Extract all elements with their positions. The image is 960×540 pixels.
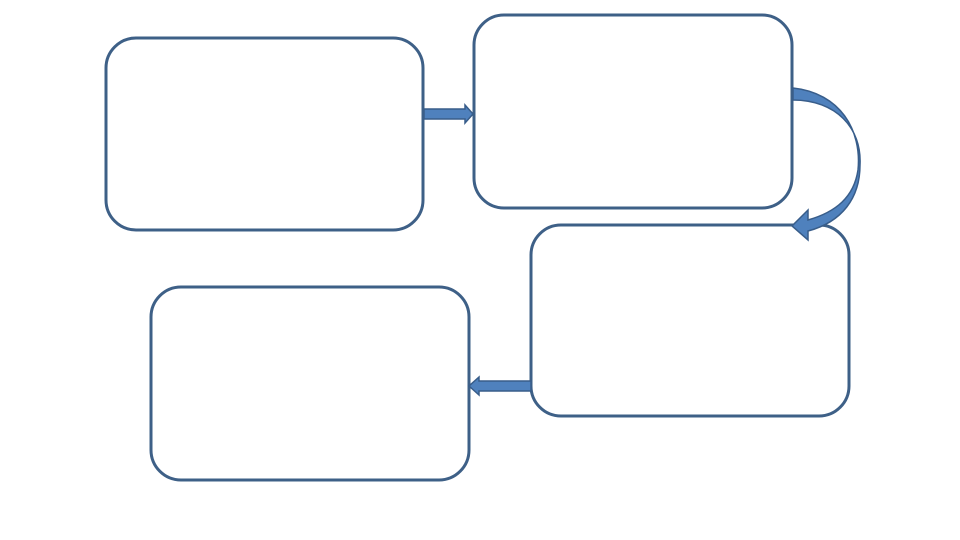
flow-box-2 — [472, 13, 794, 210]
curved-arrow-box2-to-box3 — [790, 87, 861, 242]
flow-box-3-shape — [529, 223, 851, 418]
flow-box-4-shape — [149, 285, 471, 482]
arrow-box1-to-box2 — [423, 103, 475, 125]
curved-arrow-body — [790, 87, 861, 242]
flow-box-3 — [529, 223, 851, 418]
flow-box-4 — [149, 285, 471, 482]
arrow-box3-to-box4 — [467, 375, 532, 397]
flow-box-1 — [104, 36, 425, 232]
flow-box-1-shape — [104, 36, 425, 232]
flow-box-2-shape — [472, 13, 794, 210]
